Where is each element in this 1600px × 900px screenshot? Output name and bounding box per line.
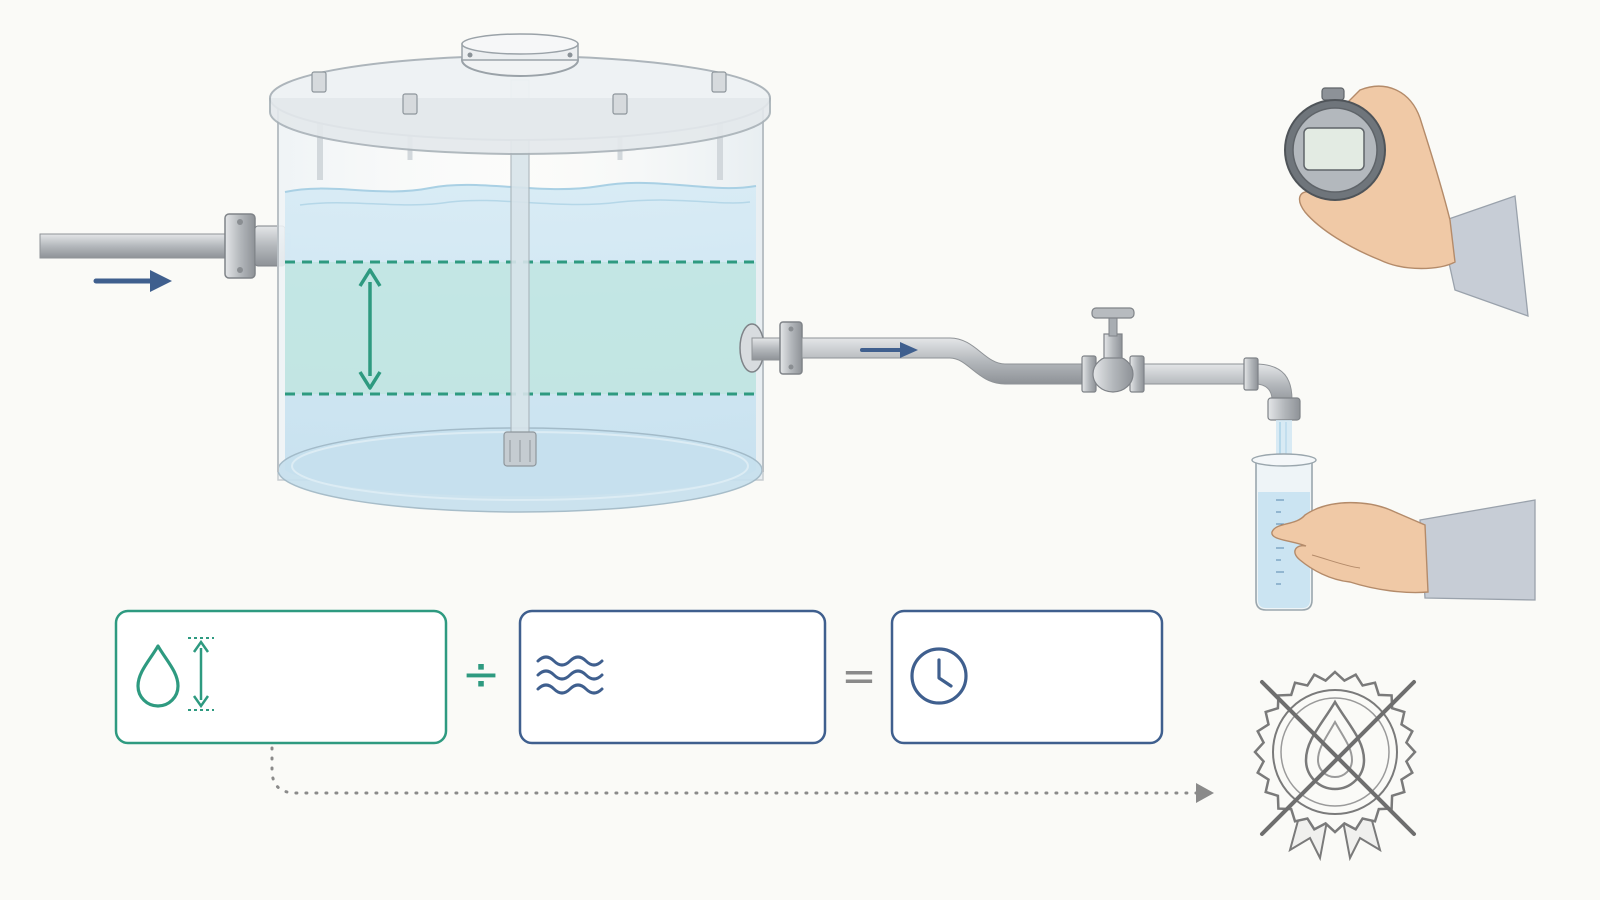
clock-icon — [910, 647, 968, 705]
waves-icon — [536, 655, 604, 695]
flow-rate-box — [518, 609, 827, 745]
water-drop-icon — [136, 644, 180, 708]
double-arrow-vertical-icon — [358, 268, 382, 390]
seal-rosette — [1253, 670, 1417, 834]
height-measure-icon — [188, 637, 214, 711]
equals-operator: = — [841, 651, 876, 700]
hand-holding-cylinder — [1271, 499, 1536, 601]
dotted-connector-arrow — [270, 746, 1214, 803]
crossed-out-seal-icon — [1253, 670, 1417, 862]
flow-arrow-icon — [860, 342, 918, 358]
time-box — [890, 609, 1164, 745]
water-tank — [269, 33, 771, 513]
outlet-pipe — [739, 321, 1301, 421]
arrow-right-icon — [93, 270, 172, 292]
equals-icon: = — [841, 651, 876, 700]
divide-operator: ÷ — [462, 647, 501, 701]
valve-icon — [1081, 307, 1145, 393]
stopwatch-icon — [1284, 87, 1386, 201]
inlet-pipe — [39, 213, 291, 279]
divide-icon: ÷ — [462, 647, 501, 701]
volume-box — [114, 609, 448, 745]
